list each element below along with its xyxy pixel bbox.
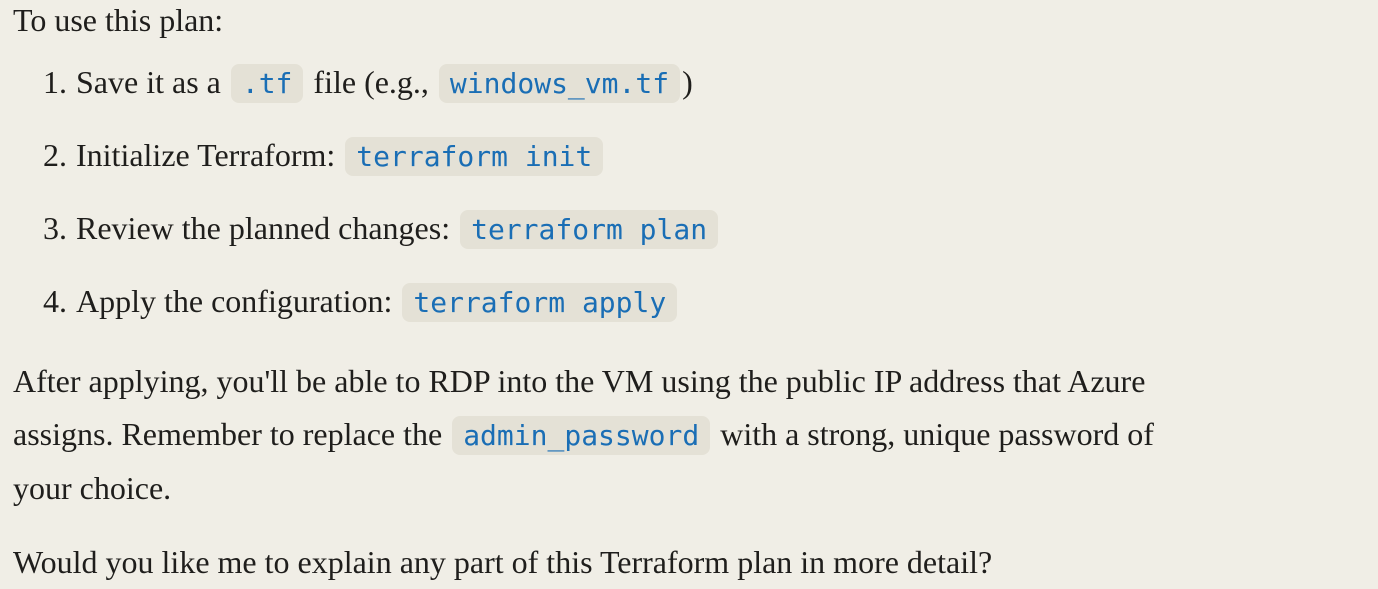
step-item: 4.Apply the configuration: terraform app…: [43, 275, 1364, 329]
step-number: 1.: [43, 64, 67, 100]
inline-code: .tf: [230, 64, 304, 103]
step-text: Review the planned changes: terraform pl…: [76, 210, 720, 249]
inline-code: terraform apply: [402, 283, 678, 322]
step-text: Apply the configuration: terraform apply: [76, 283, 679, 322]
step-text: Save it as a .tf file (e.g., windows_vm.…: [76, 64, 693, 103]
inline-code: windows_vm.tf: [438, 64, 681, 103]
step-item: 1.Save it as a .tf file (e.g., windows_v…: [43, 56, 1364, 110]
intro-paragraph: To use this plan:: [13, 2, 224, 38]
closing-question: Would you like me to explain any part of…: [13, 544, 993, 580]
after-paragraph: After applying, you'll be able to RDP in…: [13, 363, 1154, 506]
step-item: 3.Review the planned changes: terraform …: [43, 202, 1364, 256]
inline-code: terraform plan: [460, 210, 719, 249]
step-number: 4.: [43, 283, 67, 319]
inline-code: terraform init: [345, 137, 604, 176]
step-number: 3.: [43, 210, 67, 246]
step-item: 2.Initialize Terraform: terraform init: [43, 129, 1364, 183]
inline-code: admin_password: [452, 416, 711, 455]
step-text: Initialize Terraform: terraform init: [76, 137, 605, 176]
steps-list: 1.Save it as a .tf file (e.g., windows_v…: [13, 56, 1364, 329]
step-number: 2.: [43, 137, 67, 173]
